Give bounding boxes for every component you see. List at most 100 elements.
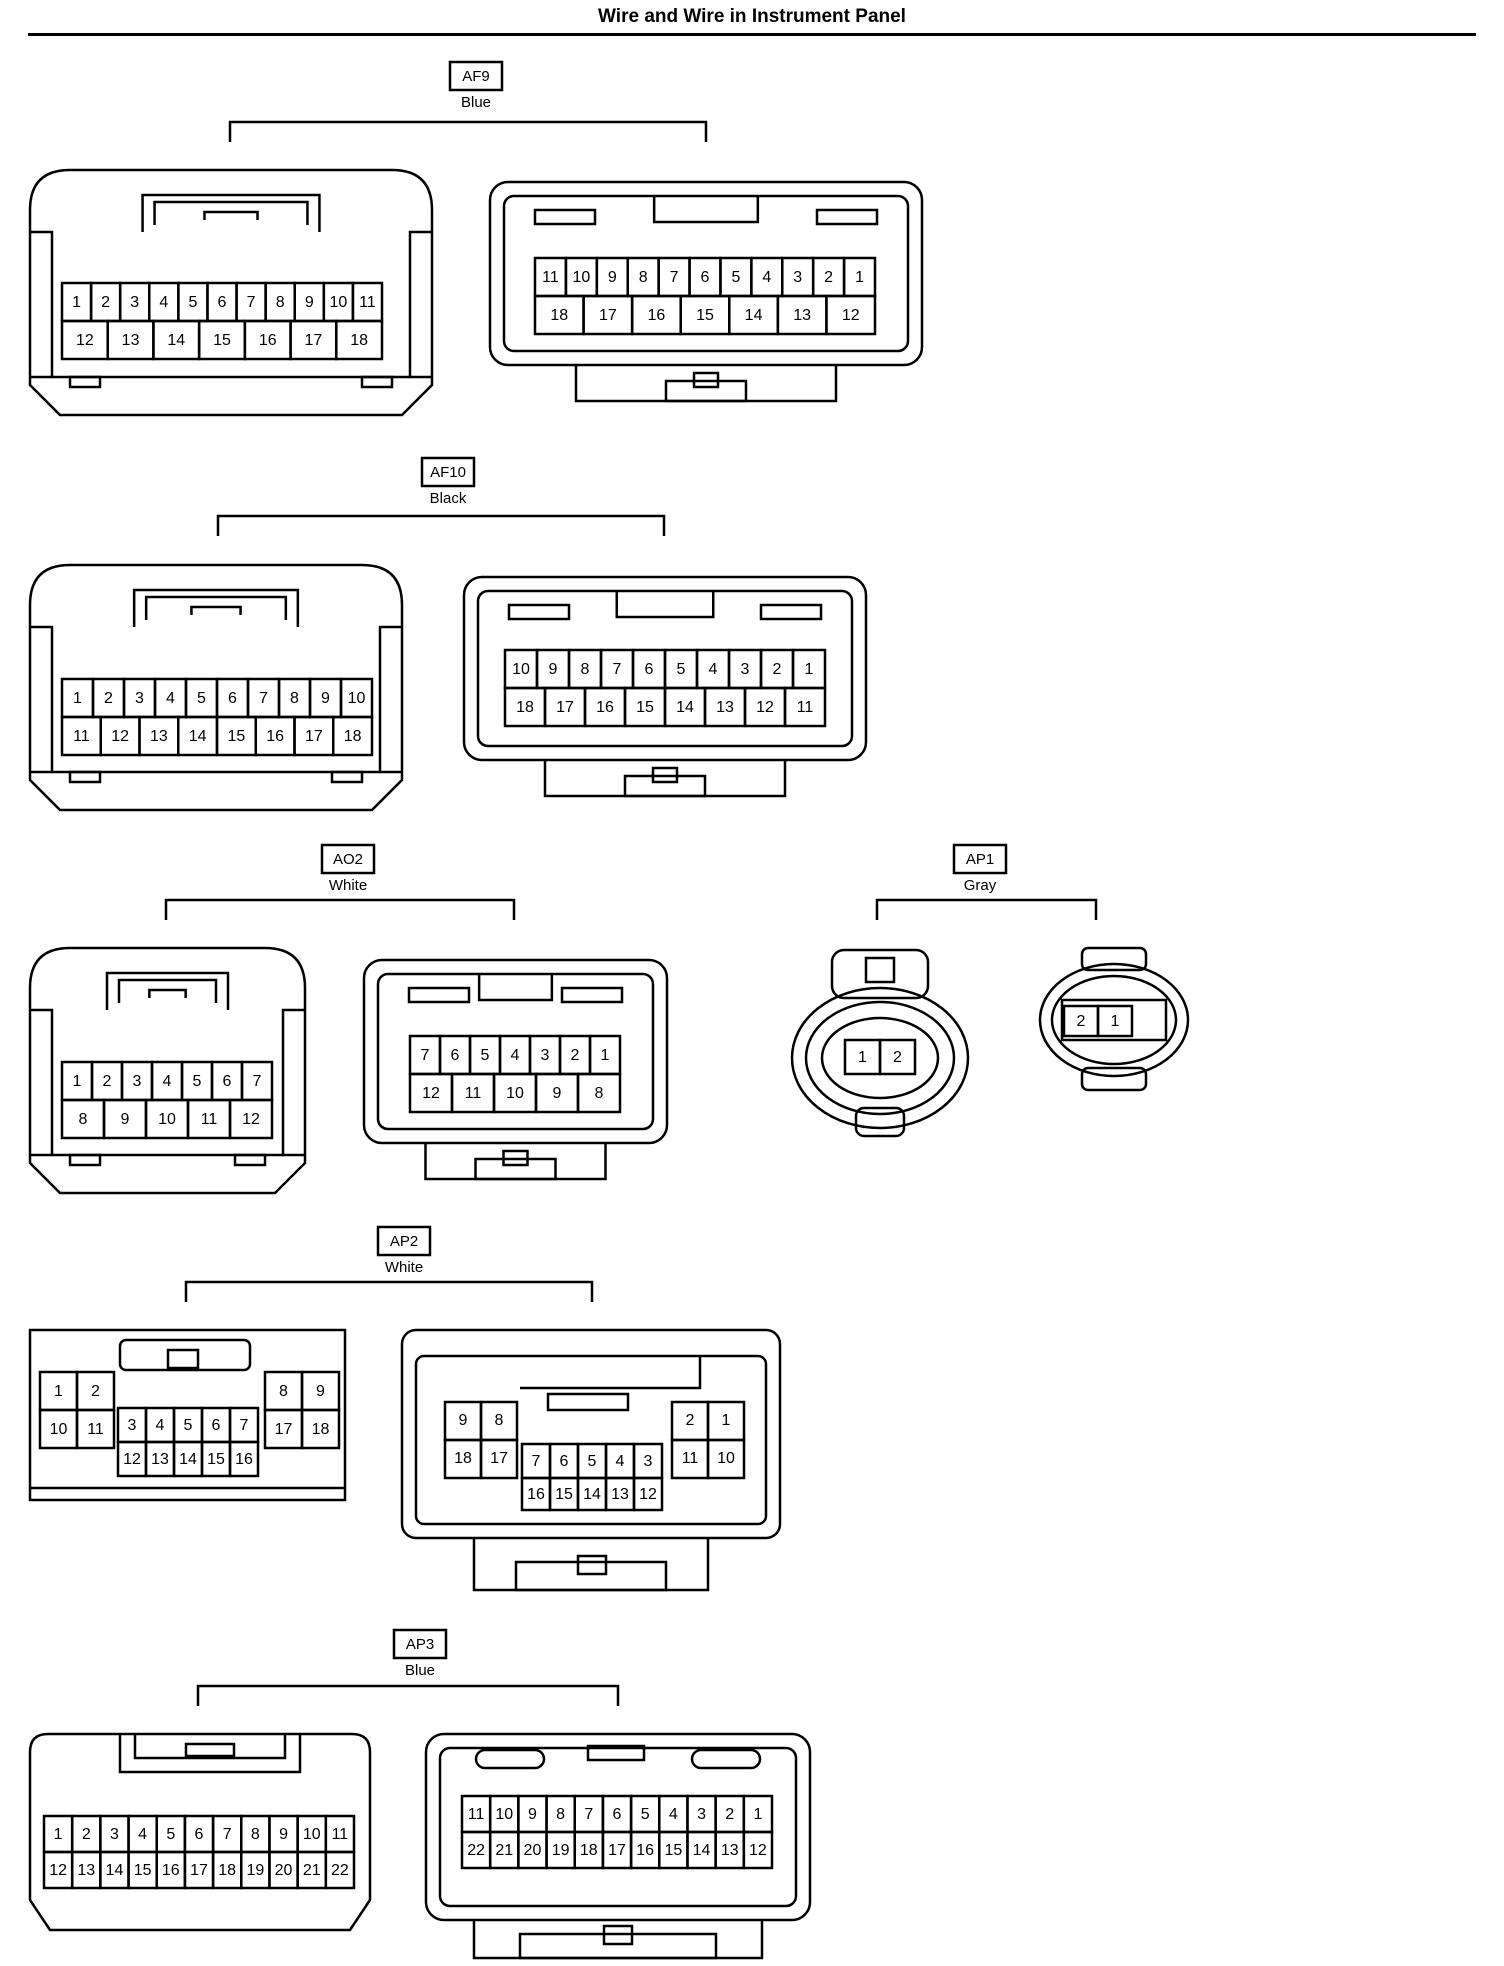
connector-id: AP1 — [966, 851, 994, 868]
pin-cell — [228, 1440, 260, 1478]
pin-number: 14 — [745, 307, 763, 324]
pin-number: 2 — [82, 1826, 91, 1843]
pin-number: 5 — [193, 1073, 202, 1090]
housing-outline — [400, 1328, 782, 1540]
pin-number: 17 — [608, 1842, 626, 1859]
pin-number: 10 — [495, 1806, 513, 1823]
pin-number: 10 — [512, 661, 530, 678]
pin-number: 7 — [670, 269, 679, 286]
pin-number: 2 — [686, 1412, 695, 1429]
pin-number: 7 — [223, 1826, 232, 1843]
connector-id: AF10 — [430, 464, 466, 481]
pin-number: 10 — [506, 1085, 524, 1102]
lock-tab — [203, 210, 259, 220]
pin-number: 9 — [553, 1085, 562, 1102]
lock-tab — [651, 766, 679, 784]
pin-number: 9 — [279, 1826, 288, 1843]
lock-tab — [574, 365, 838, 403]
pin-number: 14 — [189, 728, 207, 745]
pin-cell — [300, 1408, 341, 1450]
lock-tab — [117, 978, 218, 1003]
pin-cell — [228, 1098, 274, 1140]
housing-inner — [476, 589, 854, 748]
lock-tab — [118, 1338, 252, 1372]
housing-detail — [520, 1356, 702, 1390]
housing-detail — [408, 230, 432, 379]
connector-shapes — [28, 60, 1190, 1960]
pin-number: 10 — [717, 1450, 735, 1467]
connector-color: Gray — [964, 877, 997, 894]
connector-id: AO2 — [333, 851, 363, 868]
pin-number: 11 — [87, 1421, 104, 1438]
pin-number: 7 — [259, 690, 268, 707]
pin-number: 11 — [682, 1450, 699, 1467]
lock-tab — [141, 193, 321, 232]
pin-number: 5 — [588, 1453, 597, 1470]
pin-number: 2 — [824, 269, 833, 286]
pin-number: 21 — [303, 1862, 321, 1879]
pin-number: 8 — [595, 1085, 604, 1102]
pin-number: 13 — [721, 1842, 739, 1859]
pin-number: 14 — [179, 1451, 197, 1468]
pin-number: 1 — [54, 1826, 63, 1843]
housing-outline — [488, 180, 924, 367]
connector-id: AF9 — [462, 68, 490, 85]
pin-cell — [335, 319, 384, 361]
pin-number: 6 — [223, 1073, 232, 1090]
pin-number: 3 — [793, 269, 802, 286]
pin-number: 9 — [316, 1383, 325, 1400]
pin-number: 1 — [722, 1412, 731, 1429]
pin-cell — [742, 1830, 774, 1870]
pin-number: 12 — [76, 332, 94, 349]
pin-number: 6 — [451, 1047, 460, 1064]
pin-number: 12 — [49, 1862, 67, 1879]
connector-color: Blue — [461, 94, 491, 111]
pin-number: 13 — [716, 699, 734, 716]
pin-number: 6 — [645, 661, 654, 678]
housing-inner — [438, 1746, 798, 1908]
pin-number: 9 — [528, 1806, 537, 1823]
lock-tab — [864, 956, 896, 984]
pin-number: 7 — [240, 1417, 249, 1434]
pin-number: 10 — [329, 294, 347, 311]
pin-number: 16 — [259, 332, 277, 349]
pin-number: 16 — [162, 1862, 180, 1879]
pin-number: 11 — [332, 1826, 349, 1843]
pin-number: 17 — [490, 1450, 508, 1467]
pin-number: 11 — [201, 1111, 218, 1128]
housing-inner — [502, 194, 910, 353]
pin-number: 5 — [481, 1047, 490, 1064]
pin-number: 18 — [550, 307, 568, 324]
pin-number: 10 — [50, 1421, 68, 1438]
pin-number: 17 — [599, 307, 617, 324]
housing-detail — [652, 196, 760, 224]
connector-color: Blue — [405, 1662, 435, 1679]
housing-outline — [790, 986, 970, 1130]
connector-color: Black — [430, 490, 467, 507]
pin-number: 15 — [213, 332, 231, 349]
connector-id-box — [420, 456, 476, 488]
guide-slot — [586, 1744, 646, 1762]
housing-inner — [804, 1000, 956, 1116]
pin-cell — [1096, 1004, 1134, 1038]
lock-tab — [546, 1392, 630, 1412]
pin-number: 12 — [756, 699, 774, 716]
pin-number: 19 — [552, 1842, 570, 1859]
housing-outline — [28, 1328, 347, 1502]
connector-bracket — [228, 120, 708, 142]
pin-number: 17 — [275, 1421, 293, 1438]
pin-number: 7 — [247, 294, 256, 311]
pin-number: 18 — [344, 728, 362, 745]
pin-number: 17 — [305, 332, 323, 349]
housing-detail — [378, 625, 402, 774]
pin-number: 5 — [188, 294, 197, 311]
pin-number: 7 — [613, 661, 622, 678]
guide-slot — [560, 986, 624, 1004]
pin-number: 1 — [1111, 1013, 1120, 1030]
pin-number: 13 — [611, 1486, 629, 1503]
connector-labels: AF9BlueAF10BlackAO2WhiteAP1GrayAP2WhiteA… — [329, 68, 997, 1679]
lock-tab — [166, 1348, 200, 1370]
lock-tab — [184, 1742, 236, 1758]
pin-number: 8 — [279, 1383, 288, 1400]
